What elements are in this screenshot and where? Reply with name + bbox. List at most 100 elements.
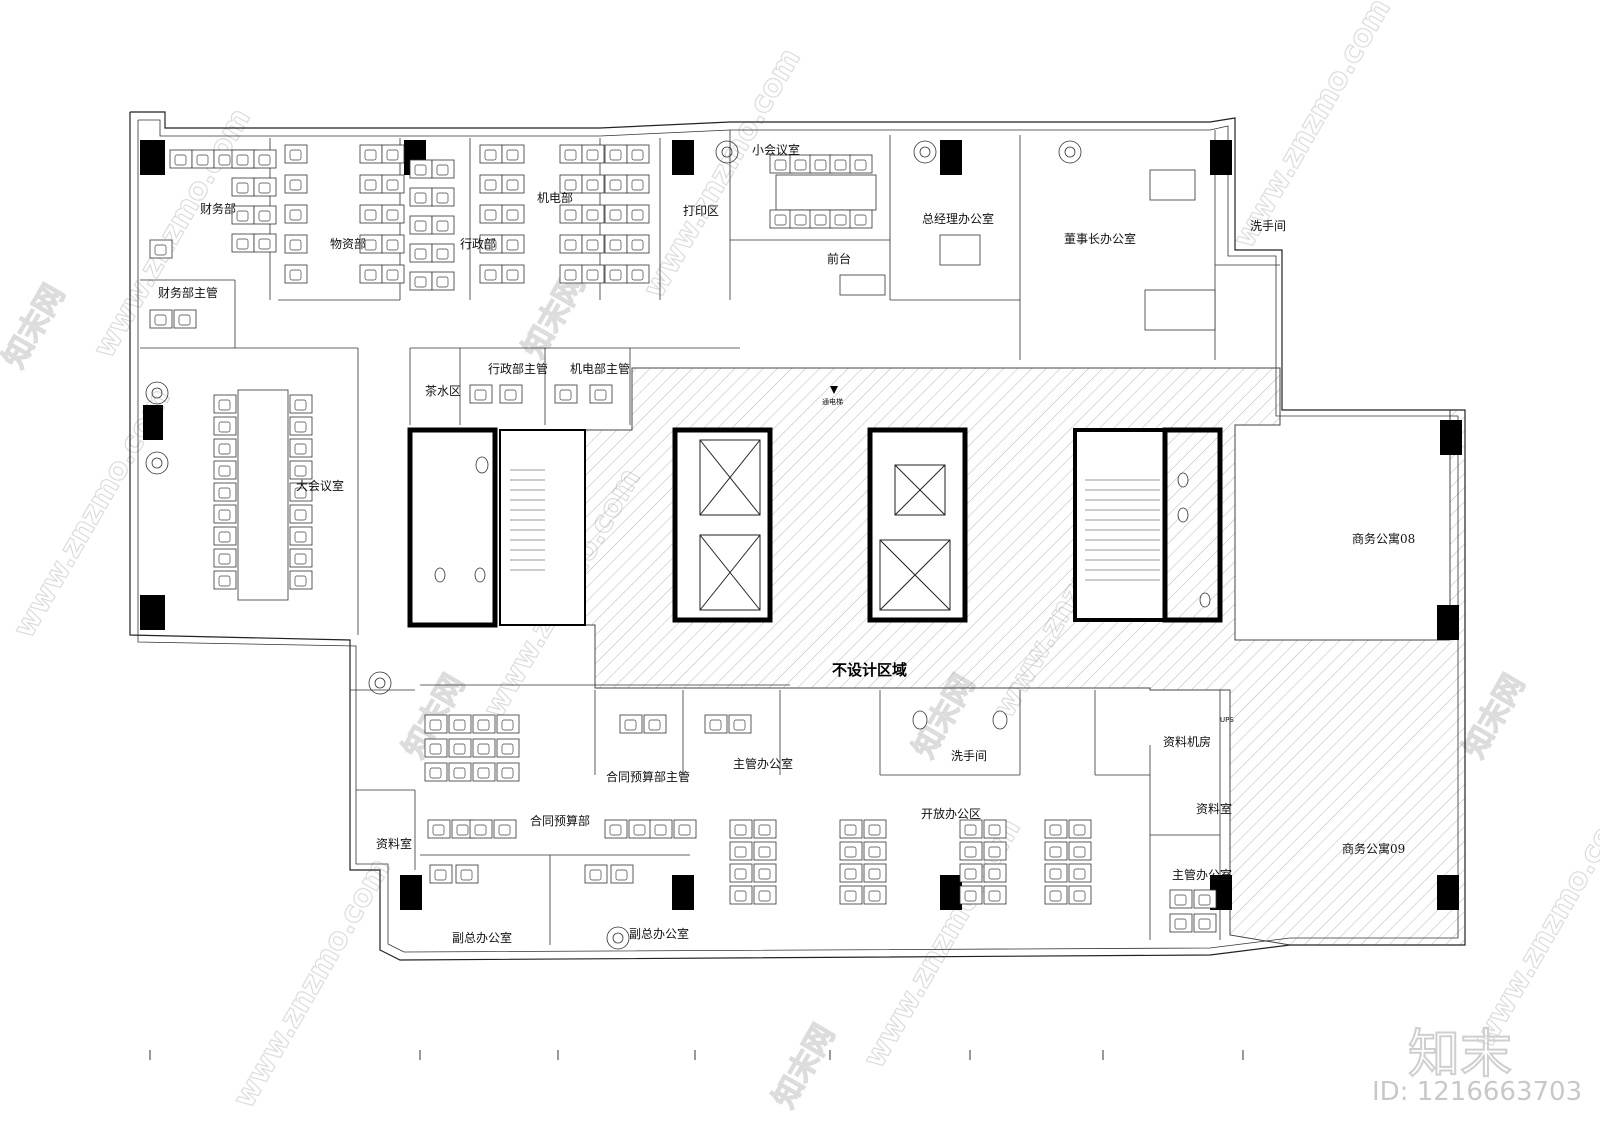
chair-icon — [477, 719, 490, 731]
chair-icon — [218, 399, 231, 411]
chair-icon — [154, 244, 167, 256]
chair-icon — [456, 824, 469, 836]
chair-icon — [633, 824, 646, 836]
chair-icon — [964, 824, 977, 836]
room-label-no-design: 不设计区域 — [832, 661, 907, 679]
watermark-url: www.znzmo.com — [1227, 0, 1398, 254]
room-label-small-meeting: 小会议室 — [752, 142, 800, 157]
chair-icon — [474, 824, 487, 836]
chair-icon — [709, 719, 722, 731]
chair-icon — [414, 164, 427, 176]
chair-icon — [289, 179, 302, 191]
room-labels: 财务部 财务部主管 物资部 行政部 机电部 打印区 小会议室 前台 总经理办公室… — [158, 142, 1415, 945]
chair-icon — [364, 209, 377, 221]
chair-icon — [218, 531, 231, 543]
brand-watermark: 知末 — [1408, 1025, 1512, 1085]
chair-icon — [294, 465, 307, 477]
chair-icon — [436, 248, 449, 260]
chair-icon — [1198, 918, 1211, 930]
chair-icon — [1073, 824, 1086, 836]
chair-icon — [506, 149, 519, 161]
chair-icon — [844, 846, 857, 858]
chair-icon — [460, 869, 473, 881]
chair-icon — [484, 269, 497, 281]
chair-icon — [429, 719, 442, 731]
chair-icon — [218, 575, 231, 587]
chair-icon — [988, 846, 1001, 858]
chair-icon — [868, 868, 881, 880]
chair-icon — [564, 269, 577, 281]
chair-icon — [594, 389, 607, 401]
chair-icon — [1198, 894, 1211, 906]
chair-icon — [734, 890, 747, 902]
room-label-admin-mgr: 行政部主管 — [488, 361, 548, 376]
workstations — [149, 144, 1217, 933]
room-label-open-office: 开放办公区 — [921, 806, 981, 821]
chair-icon — [1049, 824, 1062, 836]
chair-icon — [364, 149, 377, 161]
chair-icon — [484, 239, 497, 251]
chair-icon — [734, 824, 747, 836]
chair-icon — [414, 192, 427, 204]
chair-icon — [218, 553, 231, 565]
chair-icon — [631, 179, 644, 191]
chair-icon — [564, 239, 577, 251]
chair-icon — [814, 214, 827, 226]
chair-icon — [414, 276, 427, 288]
toilet-icon — [434, 456, 1211, 730]
chair-icon — [1073, 868, 1086, 880]
watermark-text: 知末网 — [767, 1019, 842, 1114]
chair-icon — [364, 239, 377, 251]
chair-icon — [386, 209, 399, 221]
chair-icon — [834, 159, 847, 171]
chair-icon — [654, 824, 667, 836]
chair-icon — [609, 269, 622, 281]
room-label-tea: 茶水区 — [425, 383, 461, 398]
chair-icon — [794, 214, 807, 226]
chair-icon — [236, 238, 249, 250]
room-label-reception: 前台 — [827, 251, 851, 266]
plant-icon — [145, 140, 1082, 950]
chair-icon — [631, 239, 644, 251]
chair-icon — [794, 159, 807, 171]
chair-icon — [294, 399, 307, 411]
chair-icon — [364, 269, 377, 281]
watermark-url: www.znzmo.com — [1467, 792, 1600, 1054]
chair-icon — [586, 239, 599, 251]
chair-icon — [258, 238, 271, 250]
hatched-zones — [584, 367, 1466, 946]
chair-icon — [609, 239, 622, 251]
chair-icon — [586, 209, 599, 221]
chair-icon — [844, 868, 857, 880]
chair-icon — [453, 767, 466, 779]
chair-icon — [988, 868, 1001, 880]
chair-icon — [294, 575, 307, 587]
chair-icon — [964, 868, 977, 880]
chair-icon — [154, 314, 167, 326]
chair-icon — [484, 209, 497, 221]
chair-icon — [1049, 846, 1062, 858]
chair-icon — [484, 149, 497, 161]
chair-icon — [988, 890, 1001, 902]
chair-icon — [758, 868, 771, 880]
chair-icon — [429, 767, 442, 779]
chair-icon — [414, 220, 427, 232]
room-label-finance: 财务部 — [200, 201, 236, 216]
chair-icon — [501, 719, 514, 731]
room-label-apartment-09: 商务公寓09 — [1342, 841, 1405, 856]
chair-icon — [678, 824, 691, 836]
room-label-vp-office-1: 副总办公室 — [452, 930, 512, 945]
room-label-mech-mgr: 机电部主管 — [570, 361, 630, 376]
chair-icon — [236, 182, 249, 194]
room-label-archive-right: 资料室 — [1196, 801, 1232, 816]
chair-icon — [178, 314, 191, 326]
chair-icon — [386, 269, 399, 281]
chair-icon — [1049, 868, 1062, 880]
room-label-contract-mgr: 合同预算部主管 — [606, 769, 690, 784]
chair-icon — [501, 743, 514, 755]
chair-icon — [564, 209, 577, 221]
building-shell — [129, 111, 1466, 961]
chair-icon — [174, 154, 187, 166]
chair-icon — [733, 719, 746, 731]
room-label-chairman-office: 董事长办公室 — [1064, 231, 1136, 246]
